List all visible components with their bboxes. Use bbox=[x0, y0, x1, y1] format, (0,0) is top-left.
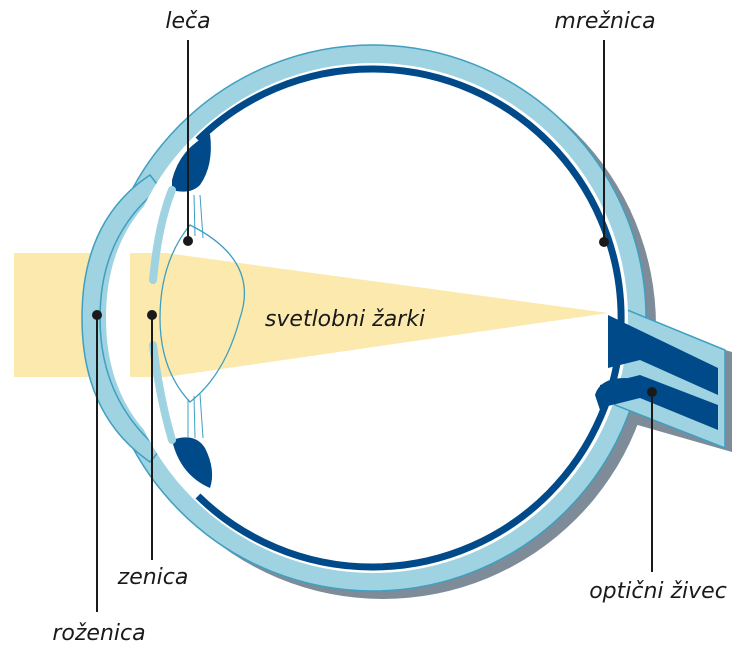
cornea-label: roženica bbox=[52, 621, 145, 646]
cornea-dot bbox=[92, 310, 102, 320]
pupil-label: zenica bbox=[117, 565, 189, 590]
retina-label: mrežnica bbox=[554, 9, 655, 34]
lens-dot bbox=[183, 236, 193, 246]
pupil-dot bbox=[147, 310, 157, 320]
light-rays-label: svetlobni žarki bbox=[265, 307, 425, 332]
lens-label: leča bbox=[165, 9, 210, 34]
optic-nerve-dot bbox=[647, 387, 657, 397]
retina-dot bbox=[599, 237, 609, 247]
optic-nerve-label: optični živec bbox=[589, 579, 727, 604]
